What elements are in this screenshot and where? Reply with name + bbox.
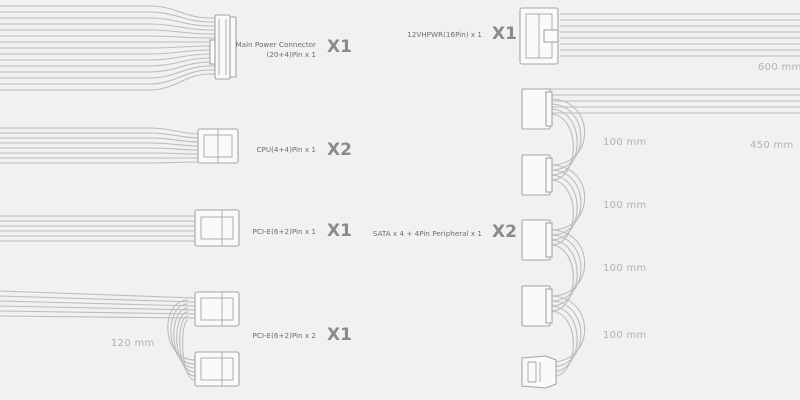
12vhpwr-label: 12VHPWR(16Pin) x 1 <box>407 30 482 39</box>
pcie-2-length: 120 mm <box>111 338 155 349</box>
12vhpwr-length: 600 mm <box>758 62 800 73</box>
sata-segment-length-4: 100 mm <box>603 330 647 341</box>
pcie-2-label: PCI-E(6+2)Pin x 2 <box>252 331 316 340</box>
sata-segment-length-1: 100 mm <box>603 137 647 148</box>
12vhpwr-quantity: X1 <box>492 24 517 44</box>
pcie-connector-2a <box>194 291 240 327</box>
cpu-label: CPU(4+4)Pin x 1 <box>256 145 316 154</box>
pcie-cable-1 <box>0 209 240 247</box>
main-power-cable <box>0 5 237 91</box>
main-power-label: Main Power Connector (20+4)Pin x 1 <box>235 40 316 59</box>
sata-label: SATA x 4 + 4Pin Peripheral x 1 <box>372 229 482 238</box>
main-power-connector <box>214 14 231 80</box>
12vhpwr-cable <box>519 7 800 65</box>
pcie-2-quantity: X1 <box>327 325 352 345</box>
main-power-label-line2: (20+4)Pin x 1 <box>266 49 316 59</box>
sata-quantity: X2 <box>492 222 517 242</box>
main-power-quantity: X1 <box>327 37 352 57</box>
sata-segment-length-2: 100 mm <box>603 200 647 211</box>
sata-connector-4 <box>521 285 553 327</box>
pcie-cable-2 <box>0 290 240 387</box>
sata-main-length: 450 mm <box>750 140 794 151</box>
pcie-1-label: PCI-E(6+2)Pin x 1 <box>252 227 316 236</box>
peripheral-4pin-connector <box>521 355 557 389</box>
sata-connector-3 <box>521 219 553 261</box>
cpu-cable <box>0 127 239 164</box>
pcie-1-quantity: X1 <box>327 221 352 241</box>
sata-segment-length-3: 100 mm <box>603 263 647 274</box>
pcie-connector-1 <box>194 209 240 247</box>
sata-connector-1 <box>521 88 553 130</box>
sata-cable <box>521 88 800 389</box>
sata-connector-2 <box>521 154 553 196</box>
main-power-label-line1: Main Power Connector <box>235 40 316 49</box>
pcie-connector-2b <box>194 351 240 387</box>
cpu-quantity: X2 <box>327 140 352 160</box>
